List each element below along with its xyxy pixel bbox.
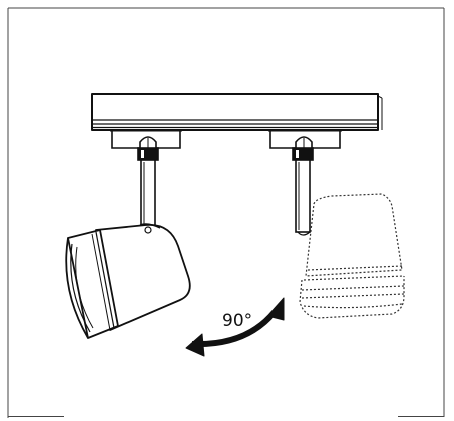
left-adapter <box>110 129 182 161</box>
right-stem <box>295 159 311 236</box>
rotation-angle-label: 90° <box>222 311 252 331</box>
left-spotlight <box>65 223 191 339</box>
track-rail <box>91 93 383 131</box>
left-stem <box>140 159 156 229</box>
right-spotlight-dashed <box>299 193 405 319</box>
rotation-arrow <box>185 297 285 357</box>
figure-frame <box>7 7 445 418</box>
right-adapter <box>268 129 342 161</box>
